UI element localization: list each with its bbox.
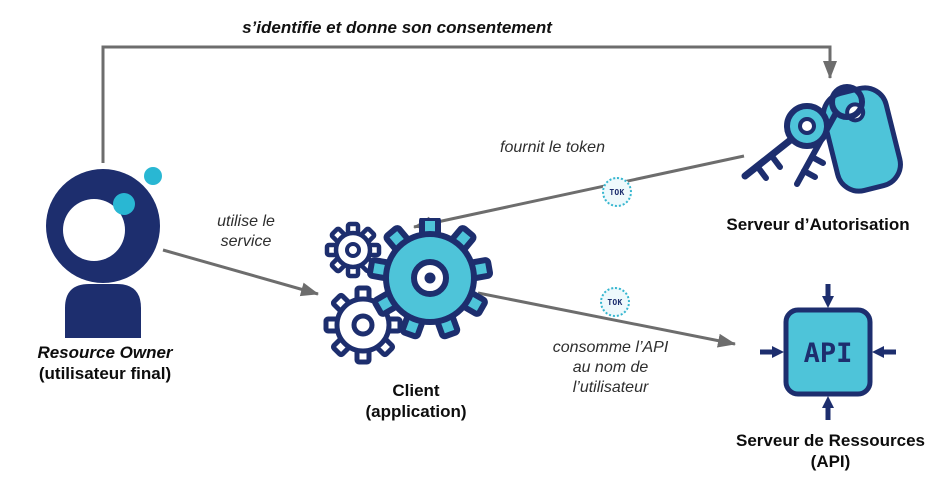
gear-large xyxy=(366,218,494,340)
token-coin-label: TOK xyxy=(609,187,625,197)
label-consume-api-line3: l’utilisateur xyxy=(572,379,649,396)
label-resource-server-line1: Serveur de Ressources xyxy=(736,431,925,450)
arrow-identify-consent xyxy=(101,45,837,163)
arrow-use-service xyxy=(162,248,319,297)
api-icon: API xyxy=(760,284,896,420)
arrow-consume-api xyxy=(477,291,736,348)
api-box-label: API xyxy=(804,338,853,369)
label-client-line1: Client xyxy=(392,381,440,400)
label-consume-api-line2: au nom de xyxy=(572,359,649,376)
label-resource-owner-line2: (utilisateur final) xyxy=(38,364,172,383)
keys-icon xyxy=(741,84,903,194)
label-resource-owner-line1: Resource Owner xyxy=(37,343,173,362)
api-inward-arrows xyxy=(760,284,896,420)
label-client: Client (application) xyxy=(326,380,506,422)
label-resource-owner: Resource Owner (utilisateur final) xyxy=(5,342,205,384)
gear-small xyxy=(324,221,382,279)
label-use-service: utilise le service xyxy=(186,212,306,252)
key-teal xyxy=(741,103,830,181)
label-auth-server: Serveur d’Autorisation xyxy=(726,215,910,234)
label-consume-api-line1: consomme l’API xyxy=(552,339,669,356)
token-coin-label: TOK xyxy=(607,297,623,307)
label-consume-api: consomme l’API au nom de l’utilisateur xyxy=(528,338,693,398)
label-resource-server-line2: (API) xyxy=(810,452,851,471)
gears-icon xyxy=(323,218,494,365)
person-icon xyxy=(46,167,162,338)
arrow-provide-token xyxy=(413,154,745,231)
label-provide-token: fournit le token xyxy=(500,139,605,156)
token-coin-icon: TOK xyxy=(600,287,630,317)
token-coin-icon: TOK xyxy=(602,177,632,207)
api-arrowheads xyxy=(772,296,884,408)
label-use-service-line1: utilise le xyxy=(217,213,275,230)
label-use-service-line2: service xyxy=(220,233,272,250)
label-client-line2: (application) xyxy=(365,402,467,421)
label-resource-server: Serveur de Ressources (API) xyxy=(718,430,943,472)
label-identify-consent: s’identifie et donne son consentement xyxy=(242,18,552,37)
